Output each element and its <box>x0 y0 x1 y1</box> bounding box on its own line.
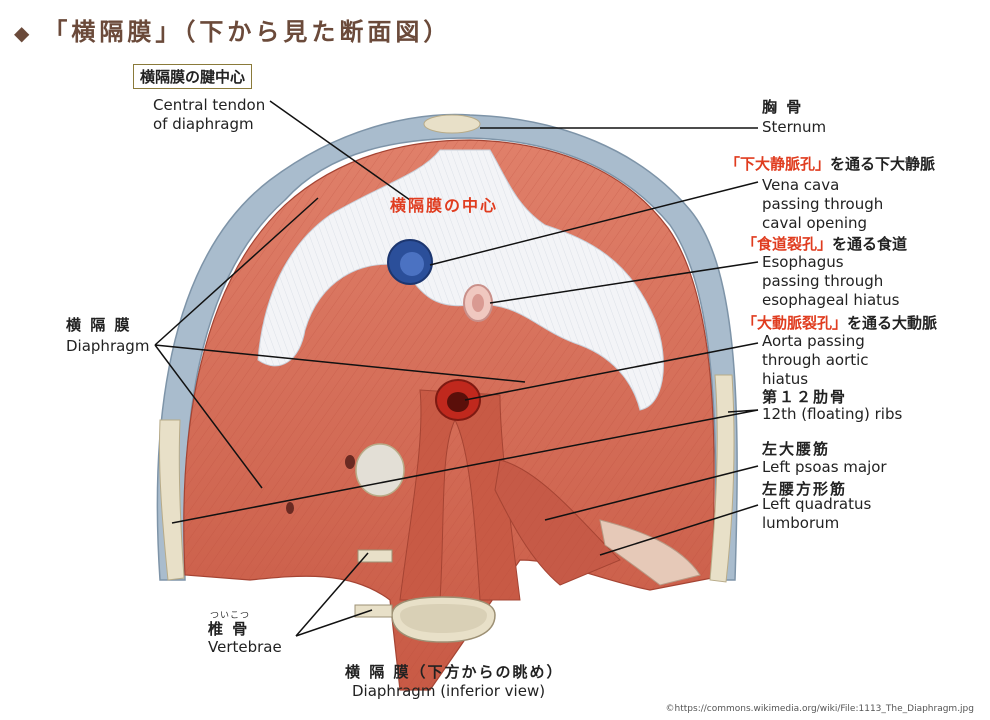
esophagus-jp-rest: を通る食道 <box>832 235 908 253</box>
vertebrae-jp-label: 椎 骨 <box>208 620 250 638</box>
left-12th-rib <box>709 374 735 583</box>
bottom-caption-en: Diaphragm (inferior view) <box>352 682 546 700</box>
vertebra-process-lower <box>354 604 393 618</box>
vena-cava-jp-red: 「下大静脈孔」 <box>725 155 831 173</box>
diaphragm-center-label: 横隔膜の中心 <box>390 196 499 215</box>
image-credit: ©https://commons.wikimedia.org/wiki/File… <box>665 704 974 714</box>
vertebra-process-upper <box>357 549 393 563</box>
sternum-en-label: Sternum <box>762 118 827 136</box>
page-title: ◆ 「横隔膜」（下から見た断面図） <box>14 12 451 47</box>
aorta-jp-label: 「大動脈裂孔」を通る大動脈 <box>742 314 937 333</box>
psoas-en-label: Left psoas major <box>762 458 887 476</box>
sternum-jp-label: 胸 骨 <box>762 98 804 116</box>
sternum <box>423 114 481 134</box>
quadratus-jp-label: 左腰方形筋 <box>762 480 848 498</box>
vertebrae-ruby: ついこつ <box>210 611 251 621</box>
quadratus-en-label: Left quadratus lumborum <box>762 495 872 532</box>
rib-jp-label: 第１２肋骨 <box>762 388 848 406</box>
esophagus-jp-label: 「食道裂孔」を通る食道 <box>742 235 907 254</box>
aorta-jp-rest: を通る大動脈 <box>847 314 938 332</box>
esophagus-en-label: Esophagus passing through esophageal hia… <box>762 253 900 309</box>
bottom-caption-jp: 横 隔 膜（下方からの眺め） <box>345 663 564 681</box>
aorta-jp-red: 「大動脈裂孔」 <box>742 314 848 332</box>
vena-cava-en-label: Vena cava passing through caval opening <box>762 176 884 232</box>
vertebrae-en-label: Vertebrae <box>208 638 282 656</box>
central-tendon-jp-label: 横隔膜の腱中心 <box>133 64 253 89</box>
right-psoas-opening <box>355 443 405 497</box>
diamond-icon: ◆ <box>14 21 34 45</box>
right-12th-rib <box>158 419 185 581</box>
diaphragm-en-label: Diaphragm <box>66 337 150 355</box>
vena-cava-jp-rest: を通る下大静脈 <box>830 155 936 173</box>
vena-cava-jp-label: 「下大静脈孔」を通る下大静脈 <box>725 155 935 174</box>
page-title-text: 「横隔膜」（下から見た断面図） <box>43 18 452 46</box>
central-tendon-en-label: Central tendon of diaphragm <box>153 96 266 133</box>
esophagus-jp-red: 「食道裂孔」 <box>742 235 833 253</box>
rib-en-label: 12th (floating) ribs <box>762 405 903 423</box>
aorta-en-label: Aorta passing through aortic hiatus <box>762 332 869 388</box>
left-quadratus-lumborum <box>599 519 701 586</box>
diaphragm-jp-label: 横 隔 膜 <box>66 316 132 334</box>
leader-lines <box>154 100 759 637</box>
psoas-jp-label: 左大腰筋 <box>762 440 831 458</box>
